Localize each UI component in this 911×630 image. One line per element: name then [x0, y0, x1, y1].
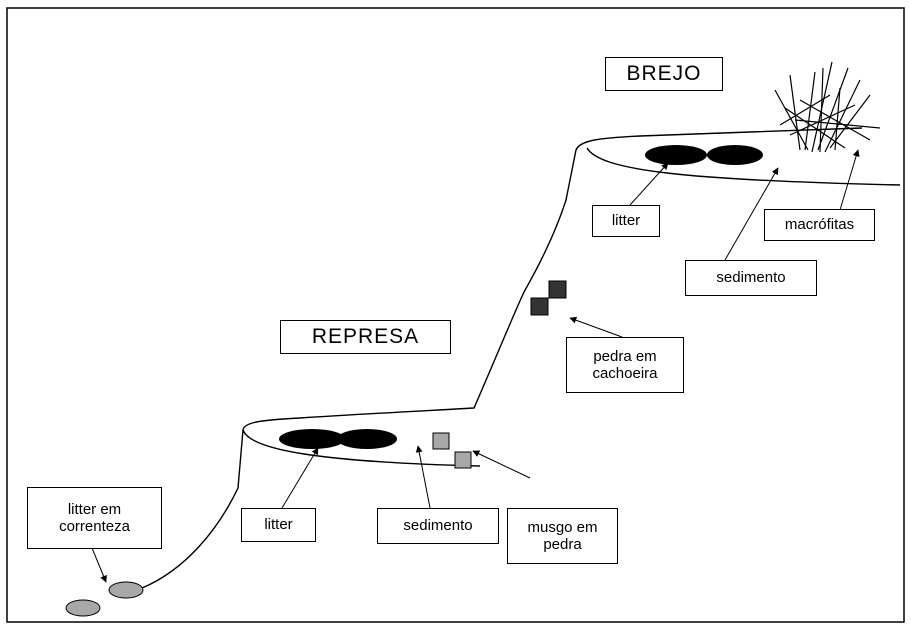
- litter-correnteza-label: litter em correnteza: [27, 487, 162, 549]
- arrow-litter-represa: [281, 447, 319, 509]
- stream-stone-icon: [65, 599, 101, 617]
- macrophyte-icon: [774, 61, 881, 153]
- moss-stone-icon: [432, 432, 450, 450]
- litter-correnteza-line1: litter em: [67, 500, 122, 518]
- musgo-pedra-label: musgo em pedra: [507, 508, 618, 564]
- represa-region-label: REPRESA: [280, 320, 451, 354]
- arrow-musgo: [472, 450, 531, 479]
- litter-correnteza-line2: correnteza: [59, 518, 130, 535]
- arrow-sedimento-brejo: [724, 167, 779, 261]
- litter-represa-label: litter: [241, 508, 316, 542]
- musgo-pedra-line1: musgo em: [527, 518, 598, 536]
- stream-stone-icon: [108, 581, 144, 599]
- brejo-region-label: BREJO: [605, 57, 723, 91]
- arrow-macrofitas: [839, 149, 860, 211]
- waterfall-stone-icon: [548, 280, 567, 299]
- represa-pool-edge: [242, 429, 481, 467]
- litter-leaf-icon: [707, 145, 763, 165]
- arrow-litter-brejo: [629, 162, 669, 206]
- frame-border: [6, 7, 905, 623]
- brejo-pool-edge: [586, 147, 901, 186]
- sedimento-represa-label: sedimento: [377, 508, 499, 544]
- arrow-pedra-cachoeira: [569, 316, 623, 338]
- arrow-sedimento-represa: [415, 445, 431, 509]
- litter-leaf-icon: [645, 145, 707, 165]
- litter-brejo-label: litter: [592, 205, 660, 237]
- arrow-litter-correnteza: [91, 547, 107, 583]
- waterfall-stone-icon: [530, 297, 549, 316]
- musgo-pedra-line2: pedra: [543, 536, 582, 553]
- moss-stone-icon: [454, 451, 472, 469]
- litter-leaf-icon: [279, 429, 345, 449]
- sedimento-brejo-label: sedimento: [685, 260, 817, 296]
- macrofitas-label: macrófitas: [764, 209, 875, 241]
- terrain-profile: [141, 127, 863, 589]
- litter-leaf-icon: [337, 429, 397, 449]
- pedra-cachoeira-line2: cachoeira: [592, 365, 658, 382]
- pedra-cachoeira-line1: pedra em: [593, 347, 657, 365]
- pedra-cachoeira-label: pedra em cachoeira: [566, 337, 684, 393]
